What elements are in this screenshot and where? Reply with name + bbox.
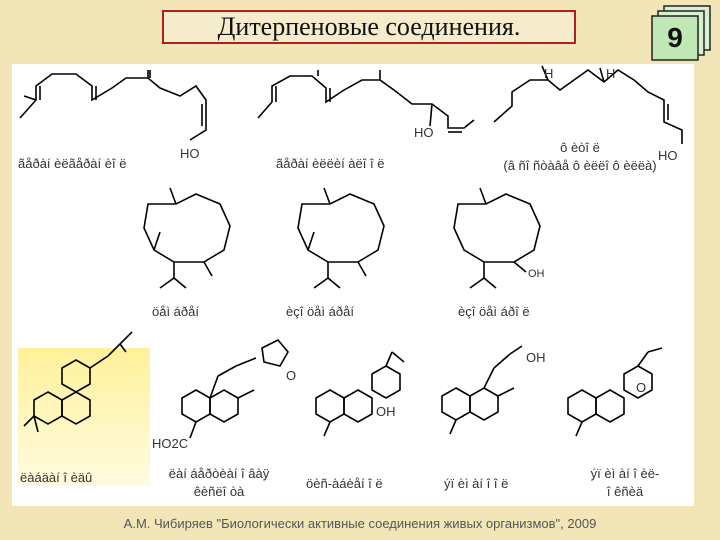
caption-phytol-sub: (â ñî ñòàâå ô èëëî ô èëëà) [503,158,657,173]
geranyllinalool-ho-label: HO [414,125,434,140]
phytol-structure [493,65,683,144]
caption-sclareol: öèñ-àáèåí î ë [306,476,383,491]
caption-geranyllinalool: ãåðàí èëëèí àëî î ë [276,156,385,171]
caption-manoyl-oxide-1: ýï èì àí î èë- [590,466,660,481]
manool-structure [441,345,523,435]
caption-isocembrene: èçî öåì áðåí [286,304,354,319]
manoyl-oxide-structure [567,347,663,437]
geranylgeraniol-structure [19,70,207,141]
isocembrol-structure [453,187,541,289]
sclareol-structure [315,351,405,437]
lambertianic-ho2c-label: HO2C [152,436,189,451]
caption-isocembrol: èçî öåì áðî ë [458,304,530,319]
phytol-ho-label: HO [658,148,678,163]
caption-manool: ýï èì àí î î ë [444,476,509,491]
phytol-h-label-1: H [544,66,554,81]
caption-lambertianic-1: ëàí áåðòèàí î âàÿ [168,466,270,481]
lambertianic-o-label: O [286,368,297,383]
sclareol-oh-label: OH [376,404,396,419]
phytol-h-label-2: H [606,66,616,81]
manool-oh-label: OH [526,350,546,365]
caption-manoyl-oxide-2: î êñèä [606,484,644,499]
lambertianic-structure [181,339,289,439]
geranylgeraniol-ho-label: HO [180,146,200,161]
caption-lambertianic-2: êèñëî òà [193,484,245,499]
geranyllinalool-structure [257,70,475,133]
cembrene-structure [143,187,231,289]
page-badge: 9 [636,4,716,64]
title-box: Дитерпеновые соединения. [162,10,576,44]
page-number: 9 [667,22,683,53]
caption-cembrene: öåì áðåí [152,304,199,319]
labdane-structure [23,331,133,433]
caption-geranylgeraniol: ãåðàí èëãåðàí èî ë [18,156,127,171]
slide-title: Дитерпеновые соединения. [217,12,521,41]
caption-phytol: ô èòî ë [560,140,600,155]
isocembrene-structure [297,187,385,289]
page-badge-shape [651,5,711,61]
footer-citation: А.М. Чибиряев "Биологически активные сое… [123,516,597,531]
caption-labdane: ëàáäàí î èäû [20,470,93,485]
labdane-highlight [18,348,150,486]
isocembrol-oh-label: OH [528,268,545,280]
manoyl-oxide-o-label: O [636,380,647,395]
